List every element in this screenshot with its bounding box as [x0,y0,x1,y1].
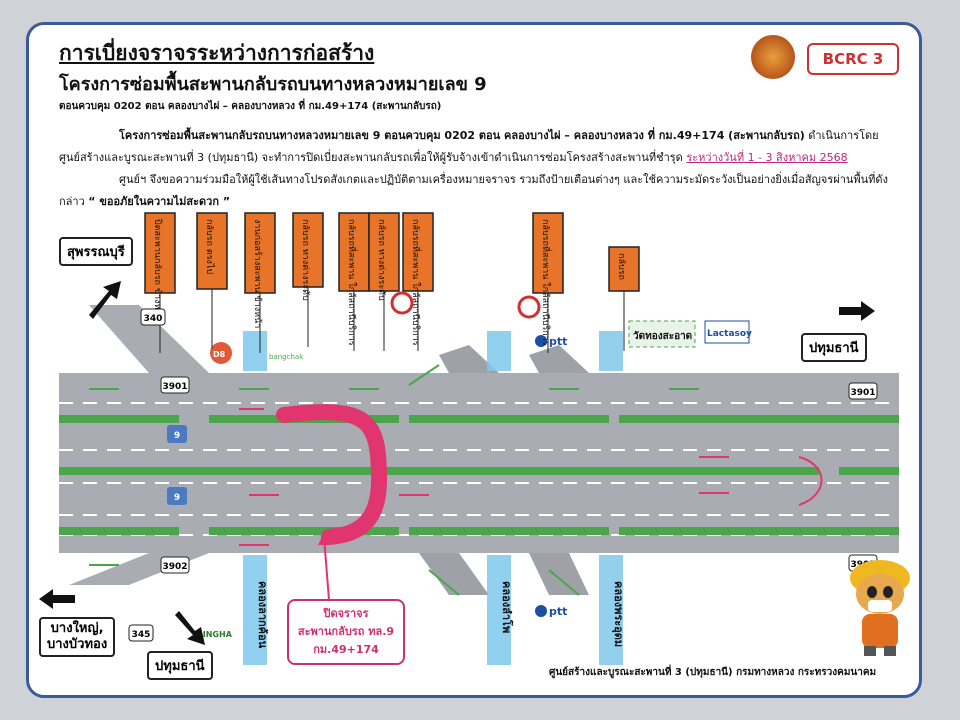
ptt-top-label: ptt [549,335,567,348]
ramp-top-left [89,305,209,373]
ramp-top-mid [439,345,499,373]
ptt-bottom-label: ptt [549,605,567,618]
median-strip [59,415,179,423]
svg-text:345: 345 [132,630,151,640]
orange-sign-label: งานก่อสร้างสะพาน ข้างหน้า [252,219,263,328]
d8-label: D8 [213,350,226,359]
notice-paragraph: โครงการซ่อมพื้นสะพานกลับรถบนทางหลวงหมายเ… [59,125,899,213]
svg-text:340: 340 [144,314,163,324]
orange-sign-label: กลับรถที่สะพาน ใกล้สถานีบริการ [346,219,359,346]
section-line: ตอนควบคุม 0202 ตอน คลองบางไผ่ – คลองบางห… [59,101,442,112]
notice-request-text: ศูนย์ฯ จึงขอความร่วมมือให้ผู้ใช้เส้นทางโ… [59,173,888,208]
closure-line2: สะพานกลับรถ ทล.9 [297,625,395,638]
highway-road [59,373,899,553]
bcrc-logo: BCRC 3 [807,43,899,75]
lactasoy-label: Lactasoy [707,329,752,339]
notice-date: ระหว่างวันที่ 1 - 3 สิงหาคม 2568 [686,151,848,164]
canal-1 [243,555,267,665]
place-bangyai: บางใหญ่, บางบัวทอง [39,617,116,657]
orange-sign-label: กลับรถ ทางต่างระดับ [300,219,310,301]
svg-text:3901: 3901 [850,388,875,398]
place-suphanburi: สุพรรณบุรี [59,237,133,266]
closed-uturn-bridge [276,404,388,545]
arrow-pathum-right-icon [839,301,875,321]
orange-sign-8: กลับรถที่สะพาน ใกล้สถานีบริการ [532,212,564,353]
orange-sign-1: ปิดสะพานกลับรถ ข้างหน้า [144,212,176,353]
orange-sign-4: กลับรถ ทางต่างระดับ [292,212,324,347]
doh-seal-icon [751,35,795,79]
wat-label: วัดทองสะอาด [633,330,692,342]
orange-sign-7: กลับรถที่สะพาน ใกล้สถานีบริการ [402,212,434,351]
closure-line3: กม.49+174 [313,643,379,656]
traffic-arrows [89,364,699,596]
closure-box: ปิดจราจร สะพานกลับรถ ทล.9 กม.49+174 [287,599,405,665]
page-subtitle: โครงการซ่อมพื้นสะพานกลับรถบนทางหลวงหมายเ… [59,74,487,95]
place-pathum-bottom: ปทุมธานี [147,651,213,680]
lactasoy-logo [704,320,750,344]
orange-sign-6: กลับรถ ทางต่างระดับ [368,212,400,351]
orange-sign-label: กลับรถที่สะพาน ใกล้สถานีบริการ [540,219,553,346]
canal-2 [487,555,511,665]
height-limit-sign-1 [390,291,414,315]
arrow-bangyai-icon [39,589,75,609]
arrow-suphanburi-icon [89,281,121,319]
orange-sign-label: กลับรถ [616,253,626,280]
notice-rest-text: ดำเนินการโดยศูนย์สร้างและบูรณะสะพานที่ 3… [59,129,879,164]
svg-text:3902: 3902 [162,562,187,572]
canal-3-label: คลองพระอุดม [611,581,625,647]
detour-arrows [239,408,823,546]
arrow-pathum-bottom-icon [175,611,205,645]
ramp-bottom-mid [419,553,489,595]
ptt-bottom-icon [535,605,547,617]
warning-signs: ปิดสะพานกลับรถ ข้างหน้า กลับรถ ตรงไป งานก่… [144,212,640,353]
svg-text:9: 9 [174,431,180,441]
svg-text:3901: 3901 [162,382,187,392]
d8-icon [210,342,232,364]
wat-area [628,320,696,348]
orange-sign-label: ปิดสะพานกลับรถ ข้างหน้า [152,219,163,321]
construction-notice-sheet: การเบี่ยงจราจรระหว่างการก่อสร้าง โครงการ… [26,22,922,698]
canal-1-label: คลองลากค้อน [256,581,269,649]
orange-sign-5: กลับรถที่สะพาน ใกล้สถานีบริการ [338,212,370,351]
orange-sign-label: กลับรถที่สะพาน ใกล้สถานีบริการ [410,219,423,346]
canal-2-label: คลองลำโพ [500,581,514,633]
canal-1-top [243,331,267,371]
footer-agency: ศูนย์สร้างและบูรณะสะพานที่ 3 (ปทุมธานี) … [549,667,877,678]
doh-mascot-icon [850,560,910,656]
ptt-top-icon [535,335,547,347]
orange-sign-label: กลับรถ ตรงไป [204,219,215,274]
orange-sign-2: กลับรถ ตรงไป [196,212,228,349]
orange-sign-label: กลับรถ ทางต่างระดับ [376,219,386,301]
place-pathum-right: ปทุมธานี [801,333,867,362]
canal-3 [599,555,623,665]
closure-pointer-icon [318,533,330,545]
height-limit-sign-2 [517,295,541,319]
svg-text:9: 9 [174,493,180,503]
page-title: การเบี่ยงจราจรระหว่างการก่อสร้าง [59,41,375,65]
traffic-diagram: คลองลากค้อน คลองลำโพ คลองพระอุดม [39,212,899,665]
notice-apology: “ ขออภัยในความไม่สะดวก ” [88,195,231,208]
closure-line1: ปิดจราจร [323,607,369,620]
bangchak-label: bangchak [269,353,304,361]
orange-sign-9: กลับรถ [608,246,640,351]
singha-label: SINGHA [197,630,233,639]
orange-sign-3: งานก่อสร้างสะพาน ข้างหน้า [244,212,276,353]
notice-project-text: โครงการซ่อมพื้นสะพานกลับรถบนทางหลวงหมายเ… [119,129,805,142]
